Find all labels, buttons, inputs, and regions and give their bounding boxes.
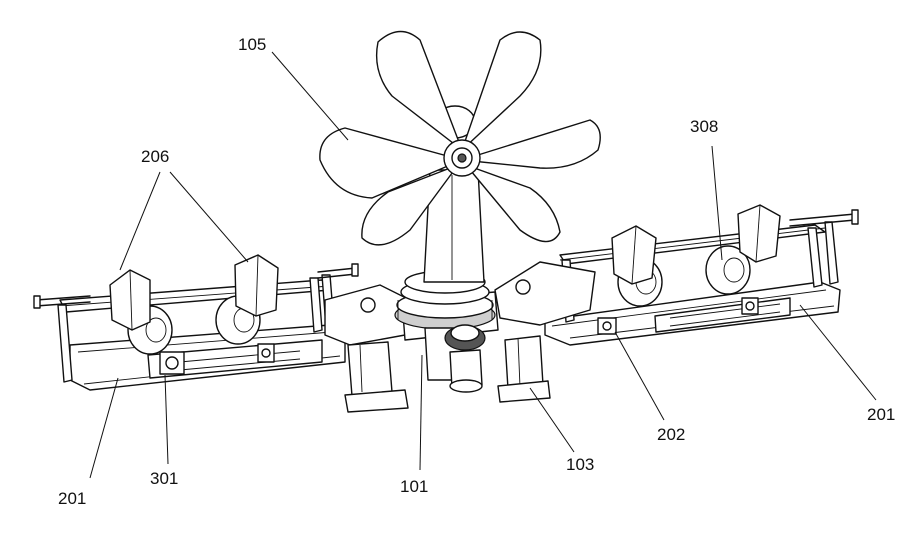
label-201-right: 201 — [867, 406, 895, 423]
label-301: 301 — [150, 470, 178, 487]
label-201-left: 201 — [58, 490, 86, 507]
central-hub — [395, 271, 498, 392]
label-101: 101 — [400, 478, 428, 495]
fan-assembly — [320, 31, 600, 282]
label-206: 206 — [141, 148, 169, 165]
label-202: 202 — [657, 426, 685, 443]
label-308: 308 — [690, 118, 718, 135]
left-arm-assembly — [34, 255, 410, 412]
label-103: 103 — [566, 456, 594, 473]
label-105: 105 — [238, 36, 266, 53]
